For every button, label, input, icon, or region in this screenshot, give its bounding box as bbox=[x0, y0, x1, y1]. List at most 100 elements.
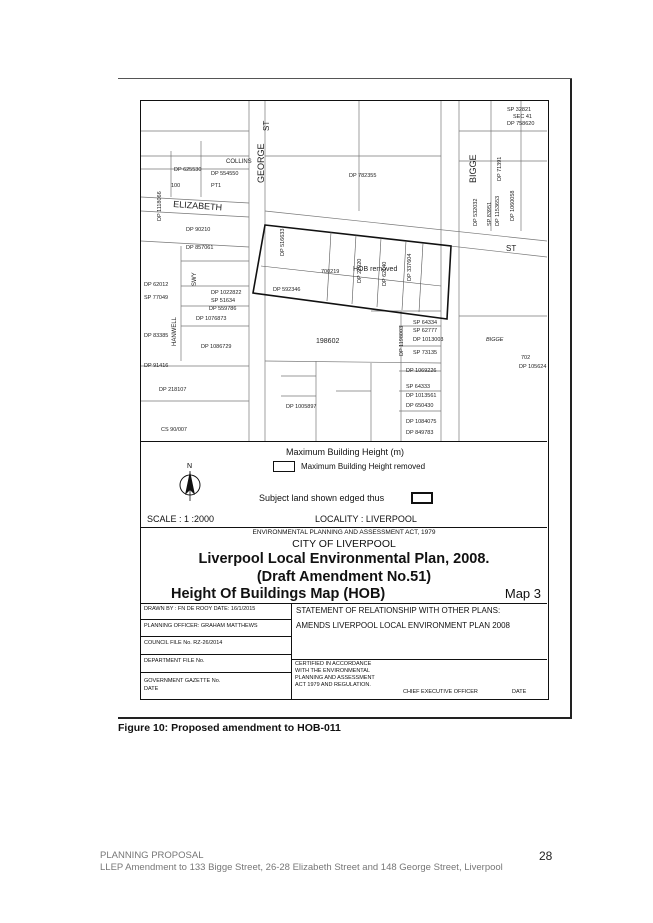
lot-label: DP 1118066 bbox=[157, 191, 163, 221]
lot-label: DP 105624 bbox=[519, 364, 546, 370]
lot-label: SP 64333 bbox=[406, 384, 430, 390]
street-swy: SWY bbox=[192, 272, 198, 286]
details-grid: DRAWN BY : FN DE ROOY DATE: 16/1/2015 PL… bbox=[141, 603, 547, 699]
lot-label: DP 650430 bbox=[406, 403, 433, 409]
street-collins: COLLINS bbox=[226, 159, 252, 165]
map-drawing: ST GEORGE BIGGE ELIZABETH COLLINS HANWEL… bbox=[141, 101, 547, 441]
drawn-by: DRAWN BY : FN DE ROOY DATE: 16/1/2015 bbox=[141, 603, 291, 620]
subject-land-swatch bbox=[411, 492, 433, 504]
legend: Maximum Building Height (m) Maximum Buil… bbox=[141, 441, 547, 528]
plan-title: Liverpool Local Environmental Plan, 2008… bbox=[198, 551, 490, 567]
lot-label: SP 64334 bbox=[413, 320, 437, 326]
north-arrow-icon: N bbox=[176, 461, 206, 508]
scale-label: SCALE : 1 :2000 bbox=[147, 514, 215, 524]
lot-label: SP 77049 bbox=[144, 295, 168, 301]
street-elizabeth: ELIZABETH bbox=[173, 199, 223, 212]
lot-label: DP 90210 bbox=[186, 227, 210, 233]
figure-frame bbox=[118, 79, 572, 719]
cert-date-label: DATE bbox=[512, 689, 527, 695]
title-block: ENVIRONMENTAL PLANNING AND ASSESSMENT AC… bbox=[141, 527, 547, 604]
lot-label: DP 554550 bbox=[211, 171, 238, 177]
lot-label: DP 83385 bbox=[144, 333, 168, 339]
certification: CERTIFIED IN ACCORDANCE WITH THE ENVIRON… bbox=[295, 661, 375, 689]
street-st-east: ST bbox=[506, 244, 516, 253]
footer-title: PLANNING PROPOSAL bbox=[100, 850, 204, 861]
lot-label: DP 1076873 bbox=[196, 316, 226, 322]
lot-label: DP 625530 bbox=[174, 167, 201, 173]
map-labels: ST GEORGE BIGGE ELIZABETH COLLINS HANWEL… bbox=[144, 107, 546, 436]
subject-land-label: Subject land shown edged thus bbox=[259, 493, 385, 503]
lot-label: DP 1022822 bbox=[211, 290, 241, 296]
grid-divider bbox=[291, 603, 292, 699]
lot-label: DP 532032 bbox=[473, 199, 479, 226]
lot-label: PT1 bbox=[211, 183, 221, 189]
cert-line: WITH THE ENVIRONMENTAL bbox=[295, 668, 370, 674]
footer-subtitle: LLEP Amendment to 133 Bigge Street, 26-2… bbox=[100, 862, 503, 873]
lot-label: 702 bbox=[521, 355, 530, 361]
lot-label: DP 71391 bbox=[497, 157, 503, 181]
lot-label: DP 1198003 bbox=[399, 326, 405, 356]
lot-label: DP 1013003 bbox=[413, 337, 443, 343]
lot-label: DP 849783 bbox=[406, 430, 433, 436]
lot-label: DP 516633 bbox=[280, 229, 286, 256]
top-rule bbox=[118, 78, 572, 79]
gazette-date: DATE bbox=[144, 686, 159, 692]
legend-removed-label: Maximum Building Height removed bbox=[301, 462, 426, 471]
lot-label: DP 1069226 bbox=[406, 368, 436, 374]
street-hanwell: HANWELL bbox=[172, 316, 178, 346]
lot-label: DP 62140 bbox=[382, 262, 388, 286]
lot-label: SP 83951 bbox=[487, 202, 493, 226]
lot-label: DP 337604 bbox=[407, 254, 413, 281]
lot-label: DP 1153653 bbox=[495, 196, 501, 226]
lot-label: SEC 41 bbox=[513, 114, 532, 120]
north-label: N bbox=[187, 463, 192, 470]
lot-label: DP 91416 bbox=[144, 363, 168, 369]
lot-label: DP 559786 bbox=[209, 306, 236, 312]
lot-label: 198602 bbox=[316, 338, 339, 345]
statement-title: STATEMENT OF RELATIONSHIP WITH OTHER PLA… bbox=[296, 606, 501, 615]
ceo-label: CHIEF EXECUTIVE OFFICER bbox=[403, 689, 478, 695]
lot-label: DP 1086729 bbox=[201, 344, 231, 350]
lot-label: DP 857061 bbox=[186, 245, 213, 251]
figure-caption: Figure 10: Proposed amendment to HOB-011 bbox=[118, 722, 341, 734]
statement-body: AMENDS LIVERPOOL LOCAL ENVIRONMENT PLAN … bbox=[296, 621, 510, 630]
lot-label: DP 21020 bbox=[357, 259, 363, 283]
lot-label: 100 bbox=[171, 183, 180, 189]
lot-label: CS 90/007 bbox=[161, 427, 187, 433]
lot-label: DP 758620 bbox=[507, 121, 534, 127]
lot-label: SP 73135 bbox=[413, 350, 437, 356]
department-file: DEPARTMENT FILE No. bbox=[141, 655, 291, 673]
lot-label: 700219 bbox=[321, 269, 339, 275]
lot-label: SP 32821 bbox=[507, 107, 531, 113]
act-name: ENVIRONMENTAL PLANNING AND ASSESSMENT AC… bbox=[252, 529, 436, 536]
council-file: COUNCIL FILE No. RZ-26/2014 bbox=[141, 637, 291, 655]
lot-label: SP 51634 bbox=[211, 298, 235, 304]
cert-line: ACT 1979 AND REGULATION. bbox=[295, 682, 371, 688]
map-title: Height Of Buildings Map (HOB) bbox=[171, 586, 386, 602]
cert-line: PLANNING AND ASSESSMENT bbox=[295, 675, 375, 681]
cadastral-map: ST GEORGE BIGGE ELIZABETH COLLINS HANWEL… bbox=[141, 101, 547, 442]
page-number: 28 bbox=[539, 849, 553, 863]
lot-label: DP 1005897 bbox=[286, 404, 316, 410]
hob-removed-label: HOB removed bbox=[353, 266, 397, 273]
gazette-no: GOVERNMENT GAZETTE No. bbox=[144, 678, 221, 684]
street-bigge: BIGGE bbox=[468, 154, 478, 183]
cert-line: CERTIFIED IN ACCORDANCE bbox=[295, 661, 372, 667]
street-george: GEORGE bbox=[256, 143, 266, 183]
draft-amendment: (Draft Amendment No.51) bbox=[256, 569, 432, 585]
grid-divider-h bbox=[291, 659, 547, 660]
legend-removed-swatch bbox=[273, 461, 295, 472]
lot-label: DP 1013561 bbox=[406, 393, 436, 399]
lot-label: DP 592346 bbox=[273, 287, 300, 293]
map-sheet: ST GEORGE BIGGE ELIZABETH COLLINS HANWEL… bbox=[140, 100, 549, 700]
locality-label: LOCALITY : LIVERPOOL bbox=[315, 514, 417, 524]
city-name: CITY OF LIVERPOOL bbox=[292, 538, 396, 550]
lot-label: DP 1060058 bbox=[510, 191, 516, 221]
lot-label: BIGGE bbox=[486, 337, 504, 343]
map-number: Map 3 bbox=[504, 586, 541, 601]
lot-label: SP 62777 bbox=[413, 328, 437, 334]
planning-officer: PLANNING OFFICER: GRAHAM MATTHEWS bbox=[141, 620, 291, 637]
street-st-top: ST bbox=[262, 121, 271, 131]
lot-label: DP 218107 bbox=[159, 387, 186, 393]
lot-label: DP 62012 bbox=[144, 282, 168, 288]
